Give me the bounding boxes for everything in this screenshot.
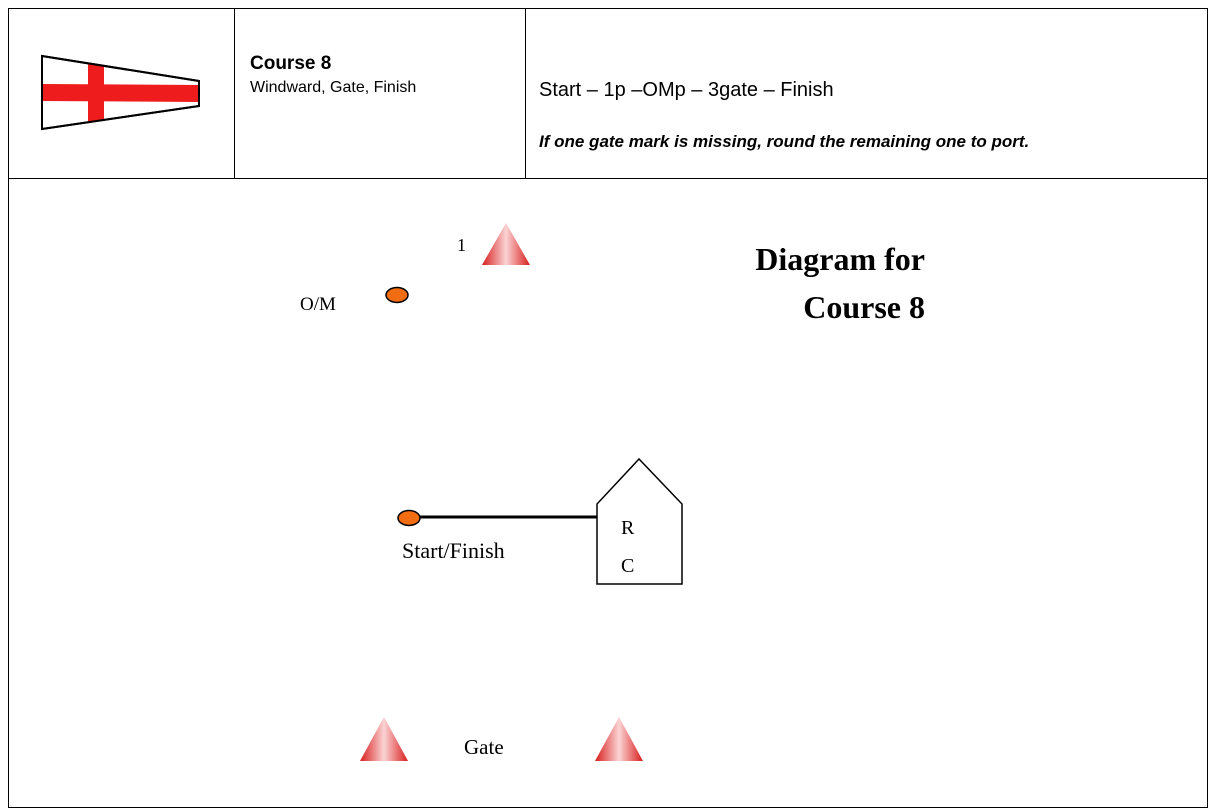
flag-cell xyxy=(9,9,235,178)
title-cell: Course 8 Windward, Gate, Finish xyxy=(235,9,526,178)
diagram-title-line1: Diagram for xyxy=(755,241,925,277)
course-subtitle: Windward, Gate, Finish xyxy=(250,79,417,96)
committee-boat-label-c: C xyxy=(621,555,634,577)
committee-boat-label-r: R xyxy=(621,517,635,539)
flag-icon xyxy=(41,54,200,131)
sequence-cell: Start – 1p –OMp – 3gate – Finish If one … xyxy=(526,9,1207,178)
gate-note: If one gate mark is missing, round the r… xyxy=(539,132,1030,151)
mark-1-cone-icon xyxy=(482,223,530,265)
start-finish-label: Start/Finish xyxy=(402,538,505,563)
header-row: Course 8 Windward, Gate, Finish Start – … xyxy=(9,9,1207,179)
offset-mark-label: O/M xyxy=(300,294,336,315)
diagram-title-line2: Course 8 xyxy=(803,289,925,325)
gate-right-cone-icon xyxy=(595,717,643,761)
mark-1-label: 1 xyxy=(457,235,466,255)
gate-label: Gate xyxy=(464,735,504,759)
committee-boat-icon xyxy=(596,457,683,585)
gate-left-cone-icon xyxy=(360,717,408,761)
course-sequence: Start – 1p –OMp – 3gate – Finish xyxy=(539,79,834,101)
course-diagram: Diagram for Course 8 1 O/M Start/Finish … xyxy=(300,223,925,761)
offset-mark-buoy-icon xyxy=(385,286,409,304)
course-card: Course 8 Windward, Gate, Finish Start – … xyxy=(8,8,1208,808)
pin-end-buoy-icon xyxy=(397,509,421,527)
course-title: Course 8 xyxy=(250,53,332,74)
